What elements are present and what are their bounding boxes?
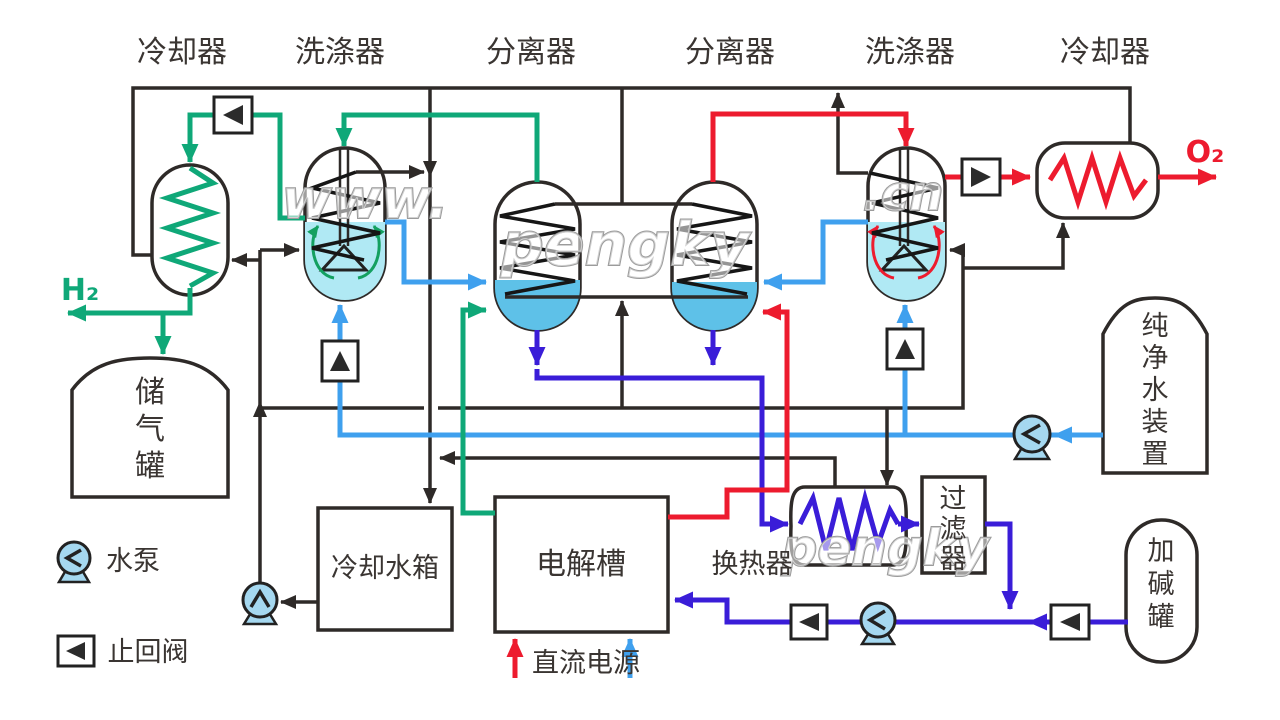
hydrogen-pipes [67,112,540,516]
check-valves [212,95,1091,641]
heat-exchanger-coil [797,488,901,553]
check-valve-legend-icon [56,634,96,668]
pump-icon-cooling-water [241,581,279,626]
alkali-tank-label: 加碱罐 [1148,536,1175,633]
electrolyzer-vessel [493,495,670,634]
h2-cooler-vessel [150,163,230,297]
top-label-cooler-right: 冷却器 [1060,35,1150,70]
o2-separator-coil [676,202,753,296]
electrolyzer-label: 电解槽 [536,547,626,582]
h2-stream-label: H₂ [61,273,99,308]
heat-exchanger-label: 换热器 [712,549,793,580]
top-label-cooler-left: 冷却器 [137,35,227,70]
cooling-coils [305,170,939,296]
check-valve-icon [885,327,925,371]
pure-water-unit-vessel [1101,296,1209,475]
pure-water-unit-label: 纯净水装置 [1142,311,1169,470]
filter-vessel [920,475,987,575]
filter-label: 过滤器 [940,484,967,575]
watermarks: www. pengky .cn pengky [281,165,992,578]
top-label-separator-left: 分离器 [486,35,576,70]
top-label-scrubber-left: 洗涤器 [295,35,385,70]
gas-storage-tank-label: 储气罐 [135,375,165,484]
pump-legend-label: 水泵 [106,546,160,577]
check-valve-icon [789,603,829,641]
gas-storage-tank-vessel [70,356,230,499]
o2-recirculation-arrow [917,225,945,280]
o2-scrubber-coil [869,171,939,262]
h2-cooler-coil [158,165,222,289]
cooling-water-tank-label: 冷却水箱 [331,553,439,584]
pump-icon-pure-water [1012,414,1052,461]
watermark-text: pengky [500,210,752,280]
labels: 冷却器 洗涤器 分离器 分离器 洗涤器 冷却器 H₂ O₂ 储气罐 冷却水箱 电… [61,35,1224,679]
top-label-scrubber-right: 洗涤器 [865,35,955,70]
o2-stream-label: O₂ [1186,135,1225,170]
h2-recirculation-arrow [307,225,335,280]
check-valve-icon [960,157,1002,197]
pumps [241,414,1052,646]
lye-pipes [528,330,1128,631]
check-valve-icon [1049,603,1091,641]
o2-cooler-coil [1047,149,1148,211]
check-valve-legend-label: 止回阀 [108,637,189,668]
watermark-text: pengky [781,519,991,577]
pump-legend-icon [56,540,92,584]
cooling-water-tank-vessel [316,506,454,632]
watermark-text: www. [282,168,449,231]
h2-scrubber-coil [305,170,381,262]
pump-icon-lye [859,601,897,646]
check-valve-icon [212,95,254,135]
watermark-text: .cn [863,166,944,222]
oxygen-pipes [506,111,1217,678]
top-label-separator-right: 分离器 [685,35,775,70]
cooling-water-pipes [131,86,1132,609]
dc-power-label: 直流电源 [532,648,640,679]
check-valve-icon [320,339,360,383]
legend: 水泵 止回阀 [56,540,189,668]
h2-separator-coil [499,202,576,296]
alkali-tank-vessel [1124,518,1199,664]
